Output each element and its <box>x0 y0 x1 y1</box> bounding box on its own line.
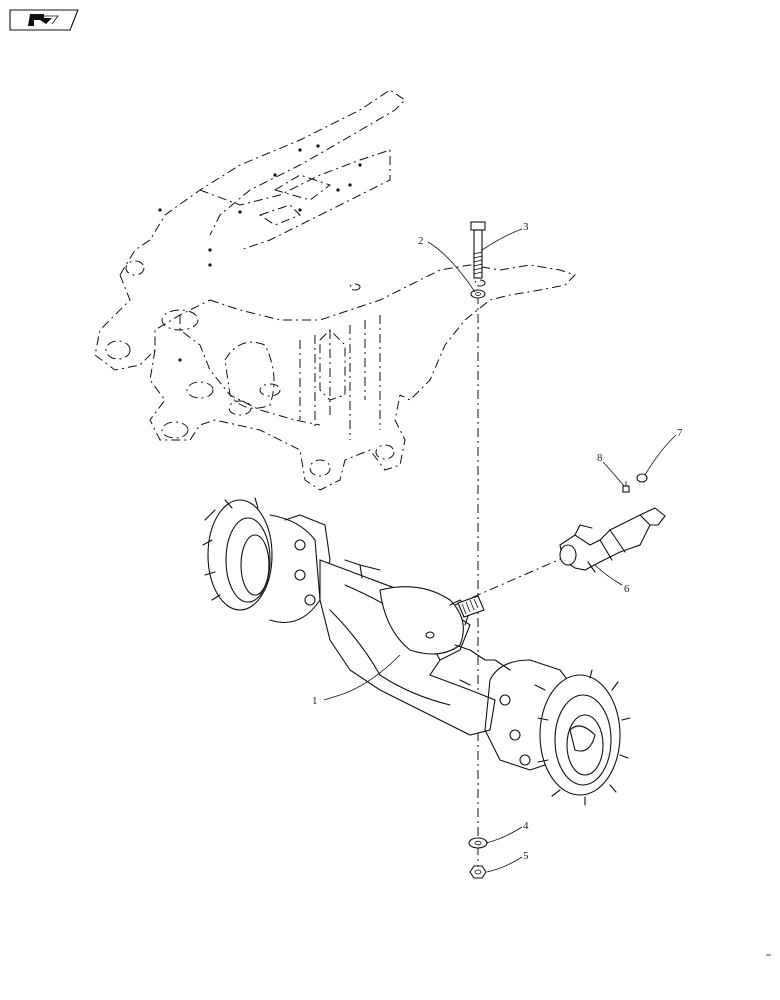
callout-5: 5 <box>523 850 529 862</box>
callout-8: 8 <box>597 452 603 464</box>
callout-1: 1 <box>312 695 318 707</box>
left-wheel-hub <box>202 497 331 624</box>
callout-6: 6 <box>624 583 630 595</box>
washer-top[interactable] <box>470 289 486 299</box>
callout-4: 4 <box>523 820 529 832</box>
front-frame-outline <box>94 89 576 491</box>
callout-leaders <box>323 228 677 873</box>
grease-fitting[interactable] <box>622 481 630 493</box>
nut[interactable] <box>469 865 487 879</box>
axle-assembly[interactable] <box>202 497 631 806</box>
callout-7: 7 <box>677 427 683 439</box>
driveshaft[interactable] <box>559 507 666 573</box>
driveshaft-axis-line <box>454 556 566 606</box>
pinion-input-shaft <box>457 595 485 618</box>
washer-bottom[interactable] <box>468 837 488 849</box>
bolt[interactable] <box>470 221 486 279</box>
return-arrow-icon[interactable] <box>9 9 79 31</box>
retaining-ring[interactable] <box>636 473 648 483</box>
differential-housing <box>379 586 471 655</box>
right-wheel-hub <box>484 659 631 806</box>
callout-3: 3 <box>523 221 529 233</box>
callout-2: 2 <box>418 235 424 247</box>
